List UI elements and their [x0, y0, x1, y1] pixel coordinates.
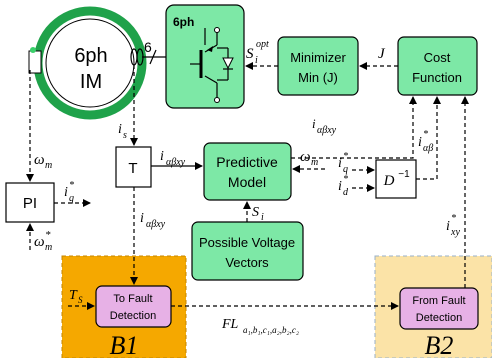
svg-text:S: S — [252, 205, 259, 220]
d-inverse-sup: −1 — [398, 169, 410, 180]
cost-label-2: Function — [412, 70, 462, 85]
pi-controller-block: PI — [5, 182, 55, 223]
svg-text:xy: xy — [450, 227, 460, 238]
cost-label-1: Cost — [424, 50, 451, 65]
motor-label-im: IM — [80, 71, 102, 93]
b1-label: B1 — [110, 331, 139, 358]
from-fault-detection-block: From Fault Detection — [399, 287, 479, 330]
svg-text:T: T — [69, 288, 78, 303]
label-s-opt: S i opt — [246, 39, 269, 66]
svg-text:i: i — [261, 212, 264, 223]
svg-text:q: q — [343, 164, 348, 175]
svg-text:s: s — [123, 130, 127, 141]
svg-text:*: * — [343, 151, 348, 162]
svg-text:i: i — [312, 116, 316, 131]
label-wm-star: ω m * — [34, 229, 52, 253]
d-inverse-base: D — [383, 173, 395, 189]
svg-text:m: m — [45, 160, 52, 171]
svg-text:*: * — [451, 213, 456, 224]
label-fl: FL a₁,b₁,c₁,a₂,b₂,c₂ — [221, 317, 299, 335]
label-j: J — [378, 46, 386, 62]
svg-text:αβ: αβ — [423, 143, 433, 154]
transform-t-block: T — [115, 146, 152, 188]
svg-text:i: i — [338, 156, 342, 171]
to-fault-label-1: To Fault — [113, 293, 152, 305]
pvv-label-2: Vectors — [225, 255, 269, 270]
pi-label: PI — [23, 195, 37, 212]
d-inverse-block: D −1 — [375, 159, 417, 199]
svg-text:ω: ω — [300, 149, 311, 165]
label-si: S i — [252, 205, 264, 223]
to-fault-detection-block: To Fault Detection — [95, 285, 172, 328]
svg-text:*: * — [45, 229, 51, 241]
svg-text:ω: ω — [34, 152, 45, 168]
from-fault-label-2: Detection — [416, 312, 462, 324]
svg-text:q: q — [69, 193, 74, 204]
svg-text:i: i — [118, 122, 122, 137]
label-ts: T S — [69, 288, 83, 305]
t-block-label: T — [128, 160, 137, 177]
svg-text:αβxy: αβxy — [166, 157, 186, 168]
svg-text:S: S — [78, 295, 83, 305]
svg-text:i: i — [64, 185, 68, 200]
svg-text:a₁,b₁,c₁,a₂,b₂,c₂: a₁,b₁,c₁,a₂,b₂,c₂ — [243, 325, 299, 335]
b2-label: B2 — [425, 331, 454, 358]
svg-text:i: i — [140, 211, 144, 226]
label-i-s: i s — [118, 122, 127, 141]
minimizer-label-1: Minimizer — [290, 50, 346, 65]
svg-text:S: S — [246, 46, 254, 62]
svg-text:*: * — [343, 174, 348, 185]
label-i-abxy-t-output: i αβxy — [160, 149, 186, 168]
svg-text:ω: ω — [34, 234, 45, 250]
svg-text:*: * — [423, 129, 428, 140]
to-fault-label-2: Detection — [110, 310, 156, 322]
six-phase-motor: 6ph IM — [28, 6, 147, 120]
svg-text:*: * — [69, 180, 74, 191]
svg-text:i: i — [160, 149, 164, 164]
label-wm-predictive: ω m — [300, 149, 318, 168]
label-i-abxy-fault: i αβxy — [140, 211, 166, 230]
label-iab-star: i αβ * — [418, 129, 433, 154]
label-iq-star-pi: i q * — [64, 180, 74, 204]
predictive-label-1: Predictive — [216, 154, 278, 170]
from-fault-label-1: From Fault — [412, 295, 465, 307]
svg-text:i: i — [446, 219, 450, 234]
svg-text:i: i — [338, 179, 342, 194]
minimizer-label-2: Min (J) — [298, 70, 338, 85]
label-ixy-star: i xy * — [446, 213, 460, 238]
predictive-model-block: Predictive Model — [203, 142, 292, 201]
inverter-label: 6ph — [173, 15, 194, 29]
cost-function-block: Cost Function — [397, 36, 478, 96]
svg-text:i: i — [255, 55, 258, 66]
svg-text:opt: opt — [256, 39, 269, 50]
minimizer-block: Minimizer Min (J) — [277, 36, 359, 96]
pvv-label-1: Possible Voltage — [199, 235, 295, 250]
inverter-block: 6ph — [165, 4, 245, 109]
svg-text:FL: FL — [221, 317, 239, 332]
label-i-abxy-to-cost: i αβxy — [312, 116, 337, 136]
predictive-label-2: Model — [228, 174, 266, 190]
svg-text:m: m — [311, 157, 318, 168]
motor-label-6ph: 6ph — [74, 45, 107, 67]
svg-text:αβxy: αβxy — [317, 125, 337, 136]
label-wm-pi: ω m — [34, 152, 52, 171]
svg-text:αβxy: αβxy — [146, 219, 166, 230]
possible-voltage-vectors-block: Possible Voltage Vectors — [191, 221, 304, 281]
label-iq-star-dinv: i q * — [338, 151, 348, 175]
svg-text:m: m — [45, 242, 52, 253]
label-id-star-dinv: i d * — [338, 174, 349, 198]
svg-text:i: i — [418, 135, 422, 150]
phase-count-label: 6 — [144, 39, 152, 55]
svg-text:d: d — [343, 187, 349, 198]
